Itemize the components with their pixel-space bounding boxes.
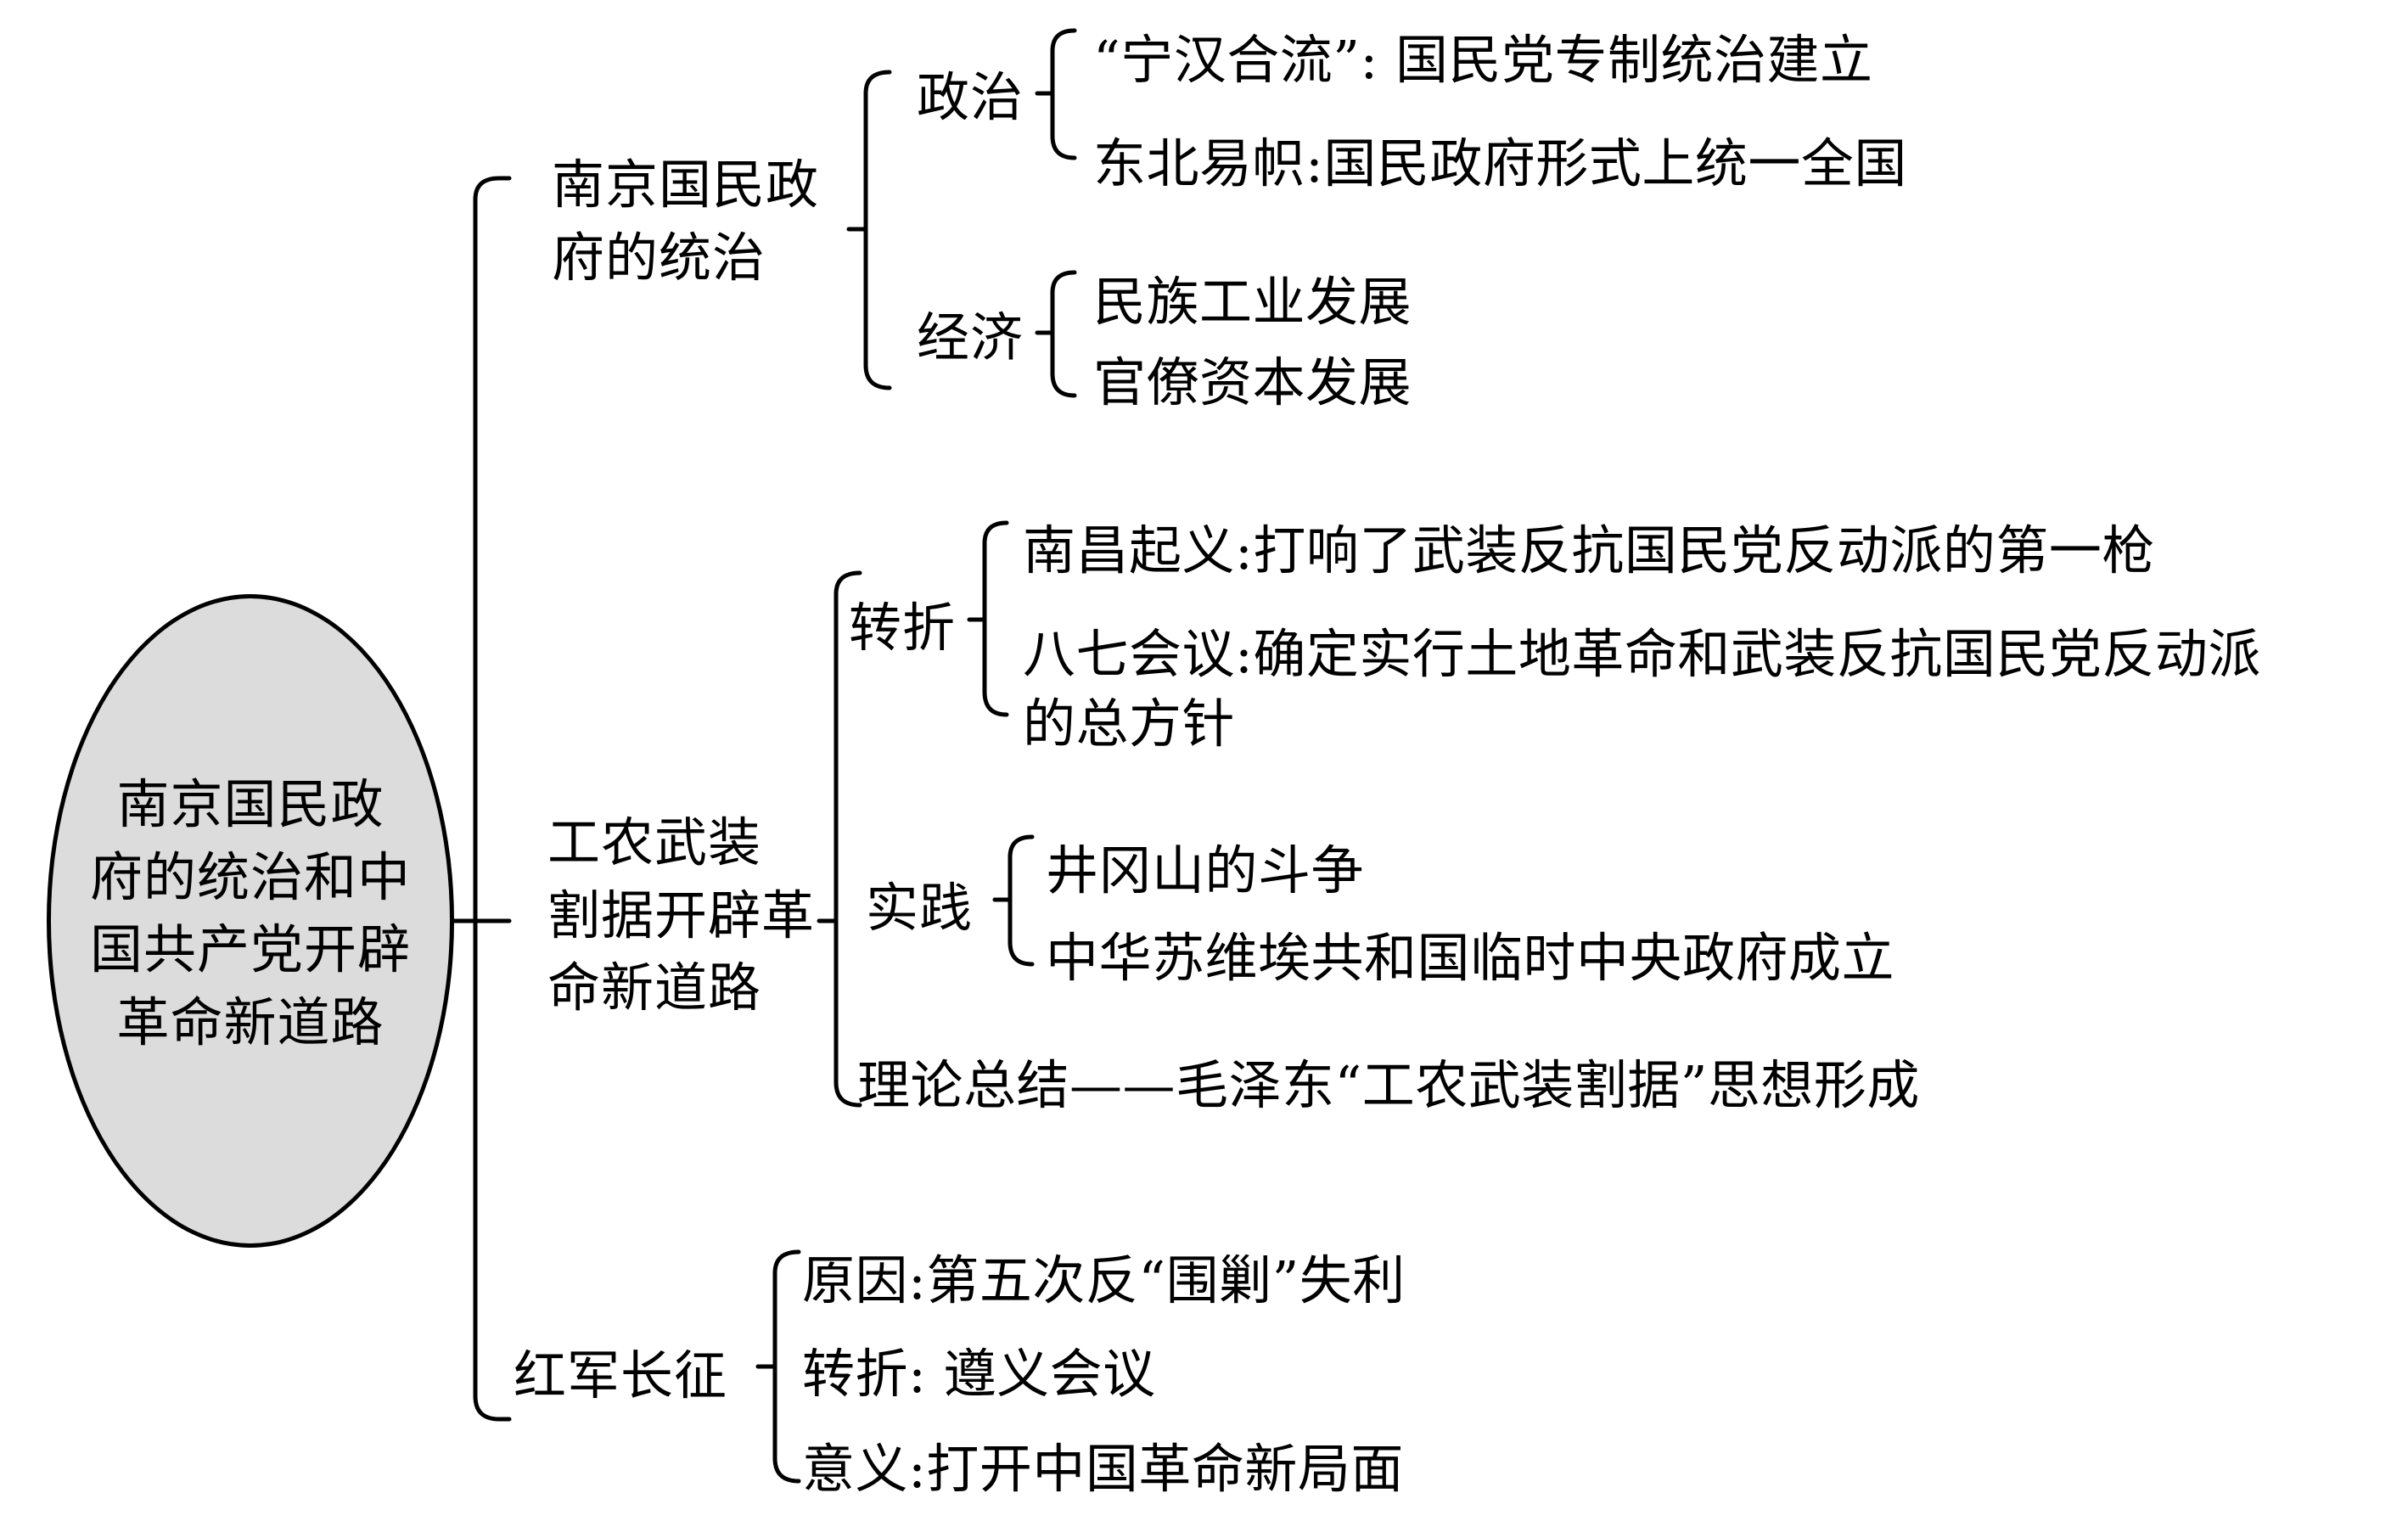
- leaf-ninghan-heliu[interactable]: “宁汉合流”: 国民党专制统治建立: [1093, 29, 1873, 91]
- b2-brace-bottom: [834, 1080, 862, 1108]
- turn-brace-bottom: [982, 689, 1009, 717]
- root-node-ellipse: [47, 594, 454, 1248]
- leaf-jinggangshan[interactable]: 井冈山的斗争: [1046, 839, 1365, 901]
- branch-label-nanjing-government[interactable]: 南京国民政 府的统治: [552, 154, 820, 289]
- politics-brace-top: [1050, 28, 1077, 53]
- b1-brace-top: [863, 70, 892, 96]
- leaf-nanchang-uprising[interactable]: 南昌起义:打响了武装反抗国民党反动派的第一枪: [1023, 519, 2155, 581]
- b1-brace-bottom: [863, 362, 892, 390]
- branch-label-long-march[interactable]: 红军长征: [514, 1344, 728, 1406]
- category-label-economy[interactable]: 经济: [917, 306, 1024, 368]
- category-label-politics[interactable]: 政治: [917, 66, 1024, 128]
- b3-brace-bottom: [772, 1456, 801, 1484]
- leaf-longmarch-significance[interactable]: 意义:打开中国革命新局面: [802, 1438, 1404, 1500]
- leaf-longmarch-turning-point[interactable]: 转折: 遵义会议: [802, 1343, 1156, 1405]
- spine-top-hook: [473, 176, 502, 202]
- leaf-august-7-conference[interactable]: 八七会议:确定实行土地革命和武装反抗国民党反动派 的总方针: [1023, 623, 2261, 755]
- politics-brace-bottom: [1050, 133, 1077, 160]
- category-label-practice[interactable]: 实践: [866, 877, 974, 939]
- practice-brace-bottom: [1008, 940, 1035, 967]
- leaf-guanliao-ziben[interactable]: 官僚资本发展: [1093, 351, 1412, 413]
- leaf-theory-summary[interactable]: 理论总结——毛泽东“工农武装割据”思想形成: [857, 1054, 1920, 1116]
- practice-brace-top: [1008, 834, 1035, 860]
- category-label-turning-point[interactable]: 转折: [849, 597, 957, 659]
- economy-brace-top: [1050, 270, 1077, 295]
- b2-brace-top: [834, 570, 862, 597]
- turn-brace-top: [982, 520, 1009, 546]
- b3-brace-top: [772, 1249, 801, 1276]
- branch-label-gongnong-wuzhuang[interactable]: 工农武装 割据开辟革 命新道路: [547, 811, 816, 1019]
- economy-brace-bottom: [1050, 371, 1077, 398]
- root-node-label: 南京国民政 府的统治和中 国共产党开辟 革命新道路: [89, 773, 411, 1053]
- leaf-minzu-gongye[interactable]: 民族工业发展: [1093, 271, 1412, 333]
- leaf-longmarch-cause[interactable]: 原因:第五次反“围剿”失利: [802, 1249, 1406, 1311]
- spine-bottom-hook: [473, 1394, 502, 1422]
- leaf-dongbei-yizhi[interactable]: 东北易帜:国民政府形式上统一全国: [1093, 132, 1907, 194]
- leaf-chinese-soviet-republic[interactable]: 中华苏维埃共和国临时中央政府成立: [1046, 927, 1895, 989]
